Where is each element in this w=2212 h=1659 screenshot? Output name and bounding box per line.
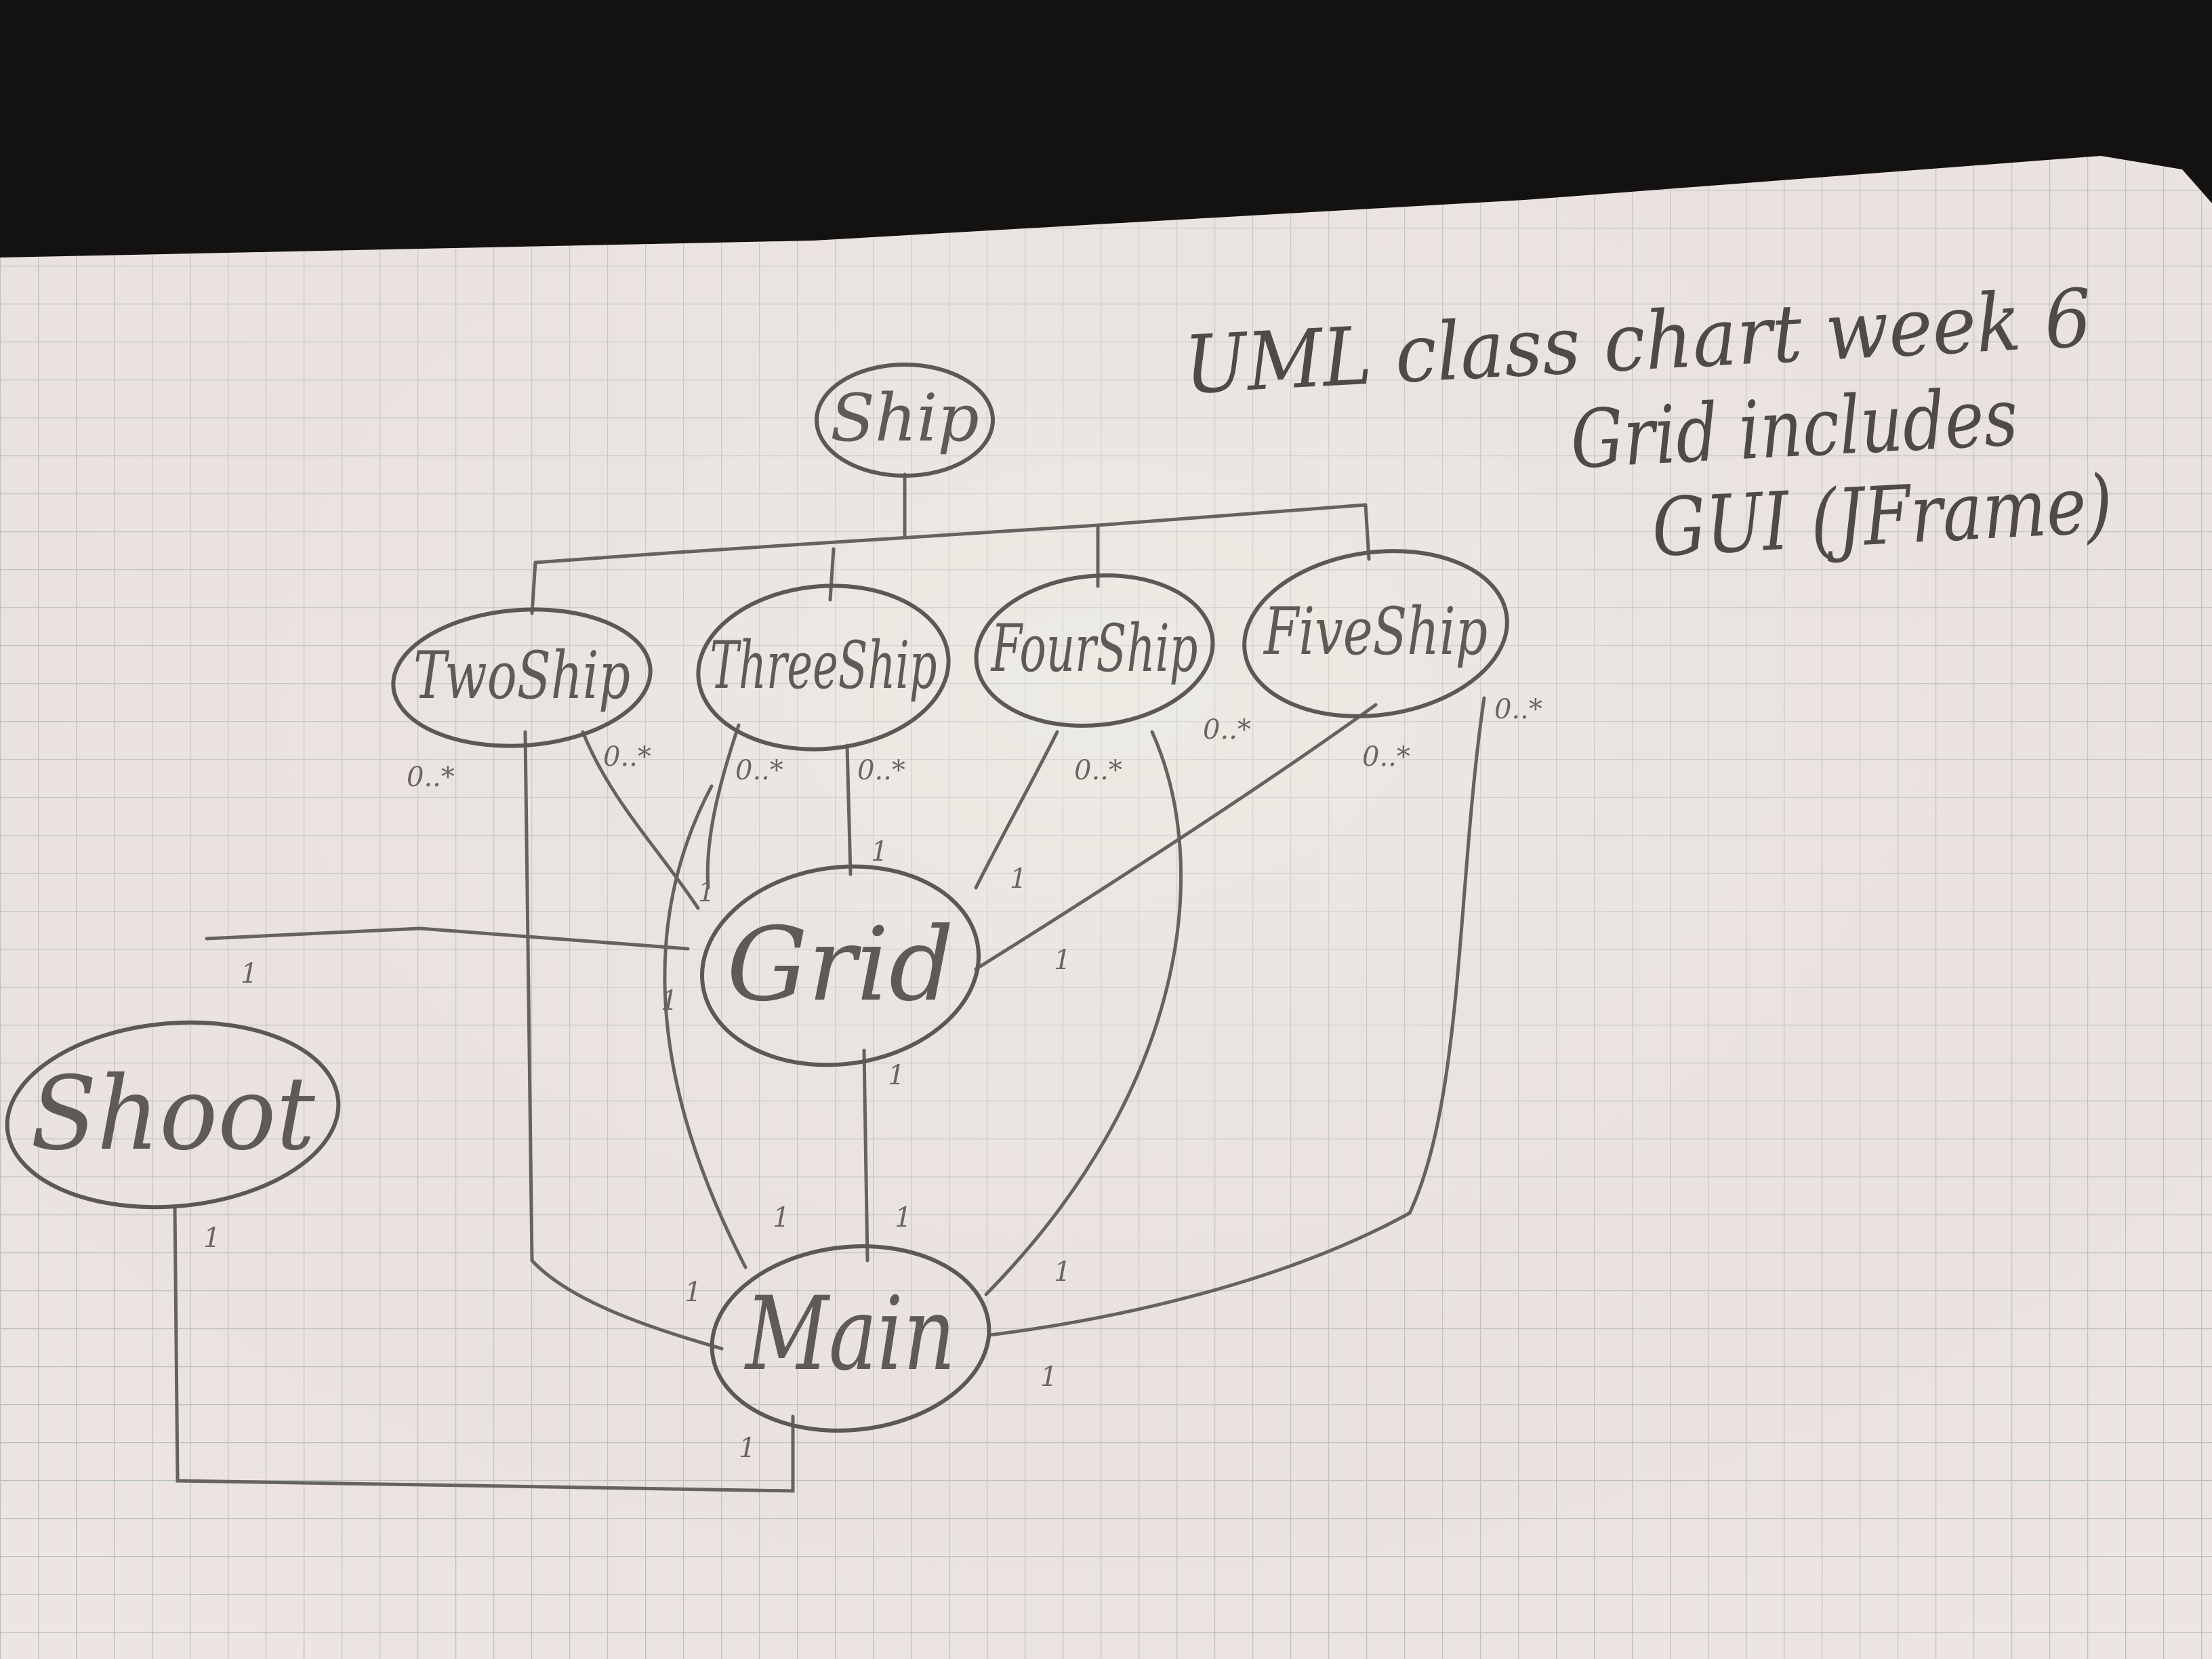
ship-ellipse <box>815 363 995 478</box>
mult-main-fourship: 1 <box>1054 1256 1071 1288</box>
mult-grid-threeship: 1 <box>871 836 888 867</box>
mult-grid-twoship: 1 <box>698 877 715 908</box>
mult-shoot-top: 1 <box>241 958 258 989</box>
multiplicity-one-labels: 1 1 1 1 1 1 1 1 1 1 1 1 1 1 <box>203 836 1071 1464</box>
mult-main-shoot: 1 <box>739 1433 756 1464</box>
class-label-main: Main <box>744 1275 956 1393</box>
class-ellipses <box>5 363 1509 1433</box>
threeship-ellipse <box>696 583 951 752</box>
main-ellipse <box>710 1244 991 1433</box>
mult-grid-main: 1 <box>888 1060 905 1091</box>
twoship-ellipse <box>391 607 653 748</box>
multiplicity-many-labels: 0..* 0..* 0..* 0..* 0..* 0..* 0..* 0..* <box>407 694 1542 793</box>
mult-fourship-grid: 0..* <box>1074 755 1122 786</box>
mult-grid-fiveship: 1 <box>1054 945 1071 976</box>
note-line-2: Grid includes <box>1568 370 2020 487</box>
mult-main-threeship: 1 <box>773 1202 790 1233</box>
class-label-shoot: Shoot <box>30 1055 316 1173</box>
paper-lighting <box>0 156 2212 1659</box>
mult-fiveship-main: 0..* <box>1494 694 1542 725</box>
class-label-threeship: ThreeShip <box>710 628 937 703</box>
class-label-fourship: FourShip <box>990 611 1197 687</box>
mult-fourship-main: 0..* <box>1203 714 1251 745</box>
mult-main-grid: 1 <box>895 1202 912 1233</box>
mult-shoot-bottom: 1 <box>203 1223 220 1254</box>
mult-main-twoship: 1 <box>684 1277 701 1308</box>
mult-grid-left: 1 <box>661 985 678 1017</box>
shoot-ellipse <box>5 1020 341 1210</box>
association-edges <box>173 696 1486 1493</box>
fourship-ellipse <box>974 573 1215 728</box>
class-label-grid: Grid <box>726 906 954 1024</box>
mult-threeship-grid: 0..* <box>857 755 905 786</box>
mult-twoship-main: 0..* <box>407 762 455 793</box>
mult-twoship-grid: 0..* <box>603 741 651 773</box>
mult-main-fiveship: 1 <box>1040 1361 1057 1393</box>
grid-ellipse <box>699 864 981 1067</box>
class-label-ship: Ship <box>830 380 979 456</box>
class-label-fiveship: FiveShip <box>1263 594 1488 670</box>
fiveship-ellipse <box>1242 549 1509 718</box>
mult-grid-fourship: 1 <box>1010 863 1027 895</box>
mult-fiveship-grid: 0..* <box>1362 741 1410 773</box>
class-label-twoship: TwoShip <box>413 638 630 714</box>
mult-threeship-main: 0..* <box>735 755 783 786</box>
